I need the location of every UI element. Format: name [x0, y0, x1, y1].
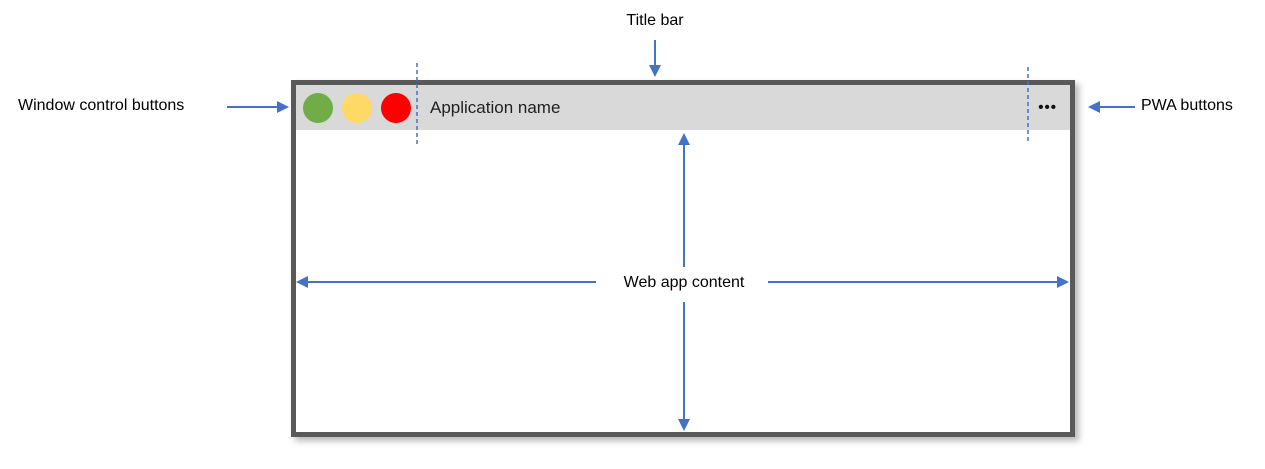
title-bar-label: Title bar [626, 12, 684, 29]
app-window: Application name ••• [291, 80, 1075, 437]
app-title: Application name [430, 97, 561, 117]
window-controls-label: Window control buttons [18, 97, 185, 114]
window-control-button-red[interactable] [381, 92, 411, 123]
web-app-content-label: Web app content [623, 274, 745, 291]
title-bar[interactable]: Application name ••• [296, 85, 1070, 130]
pwa-buttons-arrow-icon [1088, 101, 1135, 113]
window-control-button-green[interactable] [303, 92, 333, 123]
title-bar-arrow-icon [649, 40, 661, 77]
window-control-button-yellow[interactable] [342, 92, 372, 123]
pwa-menu-ellipsis-button[interactable]: ••• [1038, 99, 1057, 116]
pwa-buttons-label: PWA buttons [1141, 97, 1233, 114]
window-controls-arrow-icon [227, 101, 289, 113]
